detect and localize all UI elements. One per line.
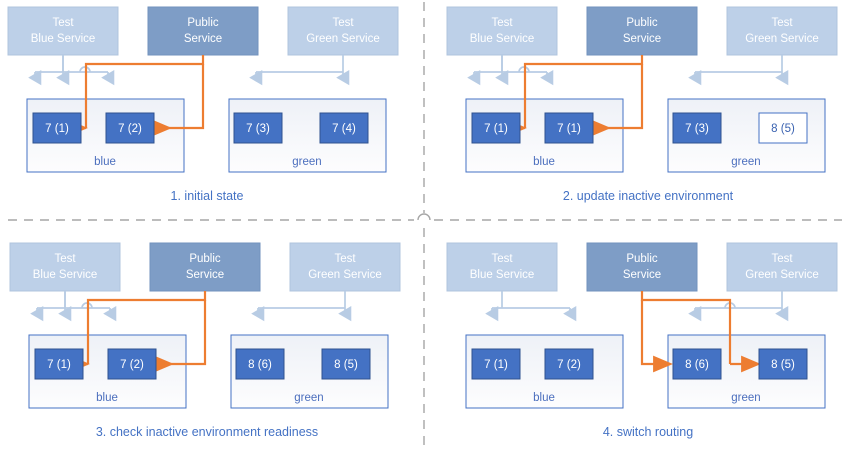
service-label-line2: Service (184, 33, 222, 45)
pod-label: 7 (4) (332, 123, 356, 135)
service-label-line2: Service (623, 269, 661, 281)
service-label-line1: Test (491, 17, 513, 29)
panel-1-connectors-test-blue (28, 55, 115, 86)
pod-label: 7 (1) (484, 359, 508, 371)
pod-label: 8 (5) (771, 359, 795, 371)
pod-label: 7 (2) (120, 359, 144, 371)
service-label-line2: Blue Service (470, 33, 535, 45)
service-label-line1: Test (491, 253, 513, 265)
panel-4-connectors-test-blue (485, 291, 577, 322)
panel-2-service-public[interactable]: Public Service (586, 6, 698, 56)
panel-2-pod-blue-1[interactable]: 7 (1) (544, 112, 594, 144)
env-name-green: green (292, 156, 321, 168)
panel-1-pod-green-0[interactable]: 7 (3) (233, 112, 283, 144)
pod-label: 8 (6) (248, 359, 272, 371)
service-label-line2: Blue Service (470, 269, 535, 281)
panel-3-pod-blue-1[interactable]: 7 (2) (107, 348, 157, 380)
panel-4-connectors-test-green (688, 291, 789, 322)
pod-label: 7 (2) (557, 359, 581, 371)
env-name-blue: blue (533, 392, 555, 404)
pod-label: 7 (1) (557, 123, 581, 135)
service-label-line2: Blue Service (33, 269, 98, 281)
panel-4-caption: 4. switch routing (603, 425, 693, 439)
panel-2-connectors-test-green (688, 55, 789, 86)
panel-2-service-test-green[interactable]: Test Green Service (726, 6, 838, 56)
service-label-line1: Test (54, 253, 76, 265)
service-label-line2: Green Service (745, 269, 819, 281)
service-label-line1: Public (626, 253, 658, 265)
panel-2-service-test-blue[interactable]: Test Blue Service (446, 6, 558, 56)
service-label-line1: Public (189, 253, 221, 265)
pod-label: 8 (6) (685, 359, 709, 371)
panel-4-pod-green-0[interactable]: 8 (6) (672, 348, 722, 380)
panel-1-service-test-blue[interactable]: Test Blue Service (7, 6, 119, 56)
panel-4-pod-green-1[interactable]: 8 (5) (758, 348, 808, 380)
divider-crossing-jump (417, 213, 431, 221)
service-label-line1: Test (332, 17, 354, 29)
panel-1: Test Blue Service Public Service Test Gr… (7, 6, 399, 203)
env-name-blue: blue (96, 392, 118, 404)
service-label-line2: Service (623, 33, 661, 45)
env-name-green: green (294, 392, 323, 404)
panel-4-pod-blue-0[interactable]: 7 (1) (471, 348, 521, 380)
panel-4-connectors-public (640, 291, 761, 373)
panel-1-pod-green-1[interactable]: 7 (4) (319, 112, 369, 144)
pod-label: 7 (2) (118, 123, 142, 135)
service-label-line2: Green Service (745, 33, 819, 45)
panel-1-service-test-green[interactable]: Test Green Service (287, 6, 399, 56)
service-label-line1: Test (52, 17, 74, 29)
panel-3: Test Blue Service Public Service Test Gr… (9, 242, 401, 439)
panel-2-connectors-test-blue (467, 55, 554, 86)
panel-4-service-test-green[interactable]: Test Green Service (726, 242, 838, 292)
pod-label: 7 (3) (246, 123, 270, 135)
panel-3-service-test-blue[interactable]: Test Blue Service (9, 242, 121, 292)
panel-2-pod-green-0[interactable]: 7 (3) (672, 112, 722, 144)
panel-4-service-public[interactable]: Public Service (586, 242, 698, 292)
pod-label: 7 (1) (47, 359, 71, 371)
service-label-line1: Public (626, 17, 658, 29)
panel-1-service-public[interactable]: Public Service (147, 6, 259, 56)
panel-1-caption: 1. initial state (171, 189, 244, 203)
service-label-line1: Test (771, 253, 793, 265)
panel-3-service-test-green[interactable]: Test Green Service (289, 242, 401, 292)
panel-1-pod-blue-1[interactable]: 7 (2) (105, 112, 155, 144)
panel-4-service-test-blue[interactable]: Test Blue Service (446, 242, 558, 292)
panel-2: Test Blue Service Public Service Test Gr… (446, 6, 838, 203)
pod-label: 7 (1) (45, 123, 69, 135)
panel-3-caption: 3. check inactive environment readiness (96, 425, 318, 439)
pod-label: 8 (5) (771, 123, 795, 135)
panel-1-connectors-test-green (249, 55, 350, 86)
panel-3-pod-green-1[interactable]: 8 (5) (321, 348, 371, 380)
env-name-blue: blue (533, 156, 555, 168)
panel-dividers (8, 2, 842, 452)
pod-label: 7 (3) (685, 123, 709, 135)
panel-4: Test Blue Service Public Service Test Gr… (446, 242, 838, 439)
service-label-line1: Test (771, 17, 793, 29)
env-name-green: green (731, 392, 760, 404)
panel-3-connectors-test-green (251, 291, 352, 322)
pod-label: 7 (1) (484, 123, 508, 135)
panel-2-caption: 2. update inactive environment (563, 189, 734, 203)
service-label-line1: Public (187, 17, 219, 29)
pod-label: 8 (5) (334, 359, 358, 371)
panel-3-service-public[interactable]: Public Service (149, 242, 261, 292)
panel-3-connectors-test-blue (30, 291, 117, 322)
service-label-line2: Service (186, 269, 224, 281)
panel-3-pod-blue-0[interactable]: 7 (1) (34, 348, 84, 380)
env-name-blue: blue (94, 156, 116, 168)
panel-2-pod-green-1[interactable]: 8 (5) (758, 112, 808, 144)
panel-4-pod-blue-1[interactable]: 7 (2) (544, 348, 594, 380)
service-label-line2: Green Service (308, 269, 382, 281)
env-name-green: green (731, 156, 760, 168)
panel-2-pod-blue-0[interactable]: 7 (1) (471, 112, 521, 144)
service-label-line1: Test (334, 253, 356, 265)
panel-3-pod-green-0[interactable]: 8 (6) (235, 348, 285, 380)
service-label-line2: Blue Service (31, 33, 96, 45)
panel-1-pod-blue-0[interactable]: 7 (1) (32, 112, 82, 144)
service-label-line2: Green Service (306, 33, 380, 45)
